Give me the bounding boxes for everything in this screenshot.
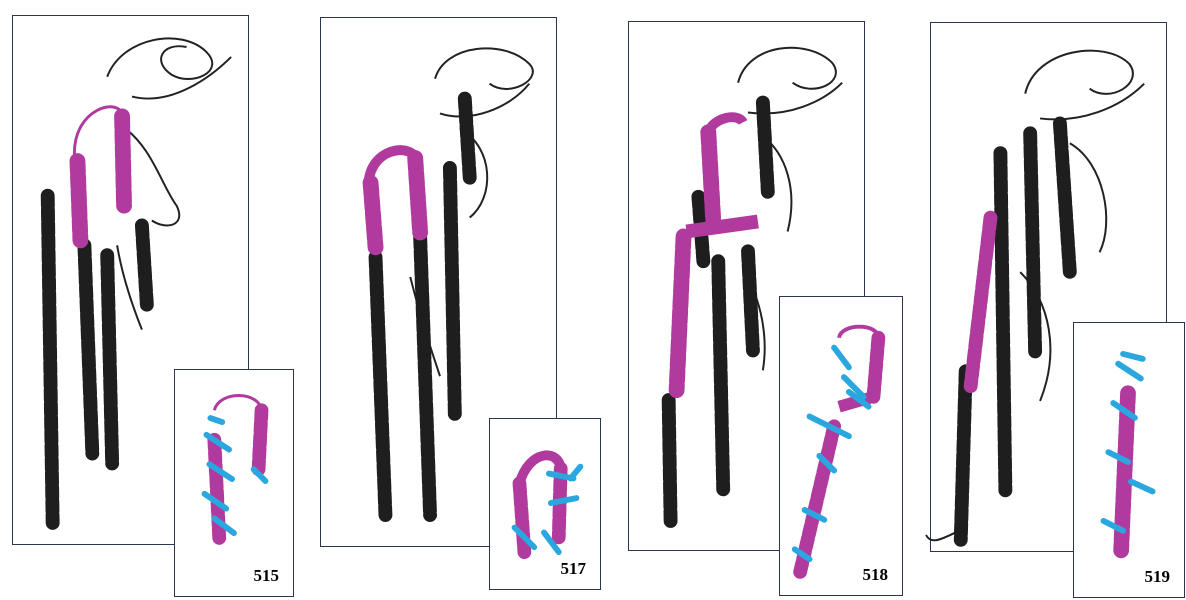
panel-label: 518 [863, 565, 889, 585]
helix-detail-519 [1074, 323, 1184, 597]
panel-label: 517 [561, 559, 587, 579]
helix-detail-515 [175, 370, 293, 596]
helix-detail-518 [780, 297, 902, 595]
inset-panel-519: 519 [1073, 322, 1185, 598]
inset-panel-515: 515 [174, 369, 294, 597]
panel-label: 515 [254, 566, 280, 586]
inset-panel-518: 518 [779, 296, 903, 596]
panel-label: 519 [1145, 567, 1171, 587]
inset-panel-517: 517 [489, 418, 601, 590]
